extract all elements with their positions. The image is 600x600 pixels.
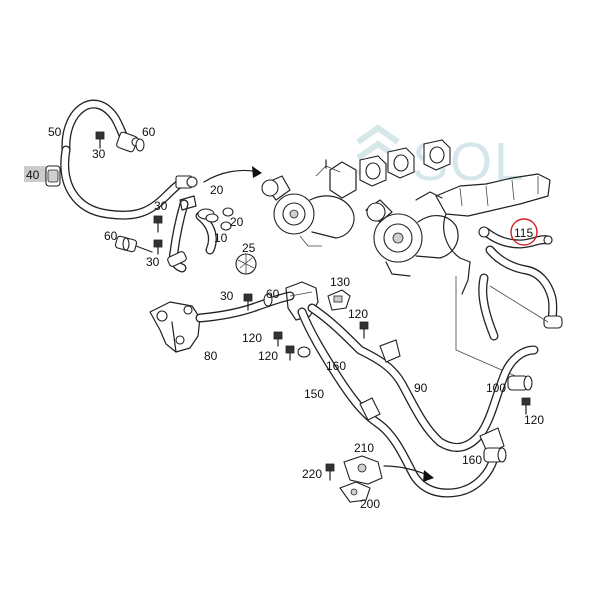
callout-10: 10 xyxy=(214,231,228,245)
callout-115: 115 xyxy=(514,226,533,240)
arrow-bracket xyxy=(383,465,434,482)
pipe-150 xyxy=(297,307,499,498)
callout-100: 100 xyxy=(486,381,506,395)
clamp-130 xyxy=(327,289,351,311)
callout-160-right: 160 xyxy=(462,453,482,467)
callout-120-right: 120 xyxy=(524,413,544,427)
callout-25: 25 xyxy=(242,241,256,255)
callout-20-mid: 20 xyxy=(230,215,244,229)
callout-120-lower: 120 xyxy=(258,349,278,363)
seal-ring-60-top xyxy=(135,138,145,152)
turbocharger-left xyxy=(261,159,357,247)
arrow-to-turbo xyxy=(203,166,262,183)
fitting-100 xyxy=(507,375,533,391)
callout-90: 90 xyxy=(414,381,428,395)
callout-60-top: 60 xyxy=(142,125,156,139)
fitting-160-right xyxy=(483,447,507,463)
exhaust-manifold xyxy=(435,173,551,295)
callout-40: 40 xyxy=(26,168,40,182)
hose-50 xyxy=(60,99,198,220)
oil-pipe-115 xyxy=(478,226,563,329)
coolant-pipe-left xyxy=(195,291,295,323)
callout-30-left: 30 xyxy=(146,255,160,269)
callout-60-pipe: 60 xyxy=(266,287,280,301)
exhaust-gaskets xyxy=(359,139,451,187)
filter-25 xyxy=(235,253,257,275)
callout-130: 130 xyxy=(330,275,350,289)
callout-115-highlight xyxy=(510,218,538,246)
callout-30-top: 30 xyxy=(92,147,106,161)
fitting-60-left xyxy=(114,235,153,253)
callout-30-pipe: 30 xyxy=(220,289,234,303)
callout-150: 150 xyxy=(304,387,324,401)
callout-20-top: 20 xyxy=(210,183,224,197)
housing-80 xyxy=(149,301,201,353)
callout-80: 80 xyxy=(204,349,218,363)
callout-200: 200 xyxy=(360,497,380,511)
bolt-120-right xyxy=(521,397,531,415)
bolt-30-left xyxy=(153,215,163,255)
callout-220: 220 xyxy=(302,467,322,481)
pipe-assembly-10 xyxy=(167,195,219,273)
bolt-220 xyxy=(325,463,335,481)
callout-60-left: 60 xyxy=(104,229,118,243)
bolts-120-centre xyxy=(273,321,369,361)
callout-160-centre: 160 xyxy=(326,359,346,373)
turbocharger-right xyxy=(365,191,459,277)
drain-hose xyxy=(455,273,549,379)
callout-30-mid: 30 xyxy=(154,199,168,213)
callout-120-left: 120 xyxy=(242,331,262,345)
part-40-box: 40 xyxy=(24,165,61,187)
callout-210: 210 xyxy=(354,441,374,455)
bolt-30-top xyxy=(95,131,105,149)
callout-50: 50 xyxy=(48,125,62,139)
callout-labels: 50 60 30 20 30 60 30 20 10 25 30 60 80 1… xyxy=(48,125,544,511)
bracket-210 xyxy=(343,455,383,485)
callout-120-clamp: 120 xyxy=(348,307,368,321)
seal-ring-20-left xyxy=(220,207,234,231)
pipe-90 xyxy=(307,303,539,455)
clip-200 xyxy=(339,481,371,503)
